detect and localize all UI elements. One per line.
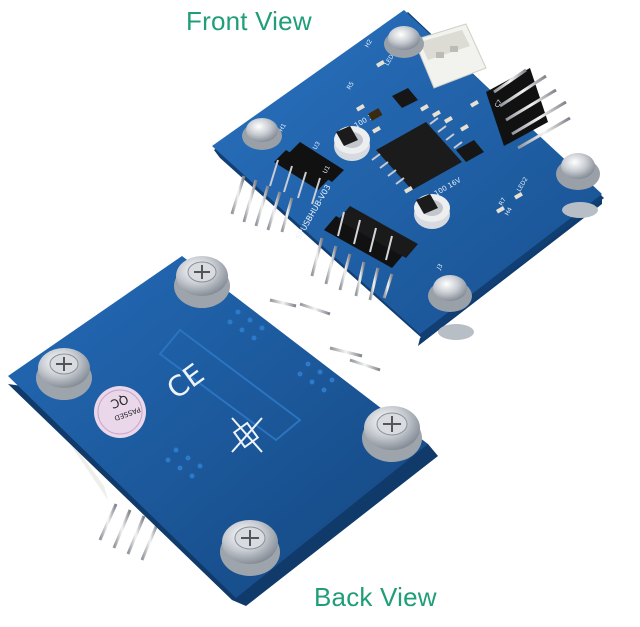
svg-text:R5: R5 [346, 80, 356, 91]
front-ic-chip [371, 117, 463, 190]
front-pin-header-bottom [310, 206, 418, 301]
front-screw-top-left [242, 118, 282, 150]
front-standoff-bottom [438, 324, 474, 340]
back-view-caption: Back View [314, 582, 437, 612]
weee-bin-icon [231, 417, 263, 453]
front-regulator-chip [392, 88, 418, 108]
svg-text:R7: R7 [498, 196, 508, 207]
back-solder-pads [165, 309, 335, 479]
svg-text:H1: H1 [278, 122, 288, 133]
svg-text:J3: J3 [435, 263, 444, 272]
front-capacitor-1: 100 16V [334, 108, 383, 161]
back-board: CE QC PASSED [8, 256, 438, 606]
front-screw-right [556, 153, 600, 190]
jst-connector [413, 23, 487, 89]
front-standoff-right [562, 202, 598, 218]
back-protruding-pins [98, 298, 381, 561]
front-screw-bottom [428, 275, 472, 312]
front-smd-parts [356, 59, 523, 214]
front-pin-header-right [486, 68, 571, 150]
qc-sticker-text: QC [109, 392, 131, 411]
back-screw-top [174, 256, 230, 308]
front-board: 100 16V 100 16V SPUSBHUB-V03 H1 [212, 10, 604, 346]
svg-text:H4: H4 [504, 206, 514, 217]
back-screw-left [36, 348, 92, 400]
front-pin-header-left [230, 142, 344, 233]
back-board-face [8, 256, 428, 598]
svg-text:C7: C7 [494, 98, 504, 109]
front-view-caption: Front View [186, 6, 312, 36]
back-trace-outline [158, 328, 302, 442]
front-screw-top [384, 26, 424, 58]
svg-text:H2: H2 [364, 38, 374, 49]
front-small-chip [456, 140, 484, 162]
back-screw-right [362, 406, 422, 462]
svg-text:U1: U1 [322, 164, 332, 175]
back-screw-bottom [220, 520, 280, 576]
svg-text:U3: U3 [312, 140, 322, 151]
front-crystal [368, 108, 383, 121]
qc-passed-sticker: QC PASSED [94, 386, 146, 438]
